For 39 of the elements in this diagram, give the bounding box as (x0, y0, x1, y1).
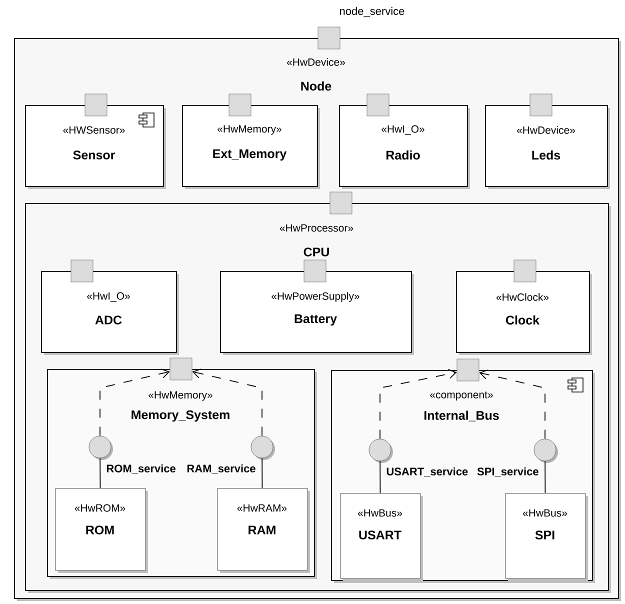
port-square (514, 260, 536, 282)
dependency-arrow (380, 369, 457, 440)
hardware-box: «HwBus» USART (340, 493, 423, 581)
connector-line (262, 458, 263, 488)
port-square (70, 260, 94, 282)
hardware-box: «HwClock» Clock (456, 271, 592, 355)
interface-label: RAM_service (187, 464, 256, 474)
node-label: «HwBus» (522, 509, 568, 517)
port-label: node_service (340, 6, 404, 18)
dependency-arrow (100, 368, 170, 436)
interface-label: ROM_service (106, 464, 176, 474)
port-square (170, 358, 192, 380)
hardware-box: «HwBus» SPI (505, 493, 588, 581)
port-square (304, 260, 326, 282)
hardware-box: «HwRAM» RAM (217, 488, 310, 573)
hardware-box: «HwDevice» Leds (485, 105, 610, 189)
port-square (318, 26, 340, 50)
hardware-box: «HwROM» ROM (55, 488, 148, 573)
port-square (456, 358, 480, 382)
hardware-box: «HwI_O» ADC (41, 271, 179, 355)
connector-line (544, 460, 546, 494)
node-label: «HwBus» (358, 509, 402, 517)
port-square (530, 94, 552, 116)
hardware-box: «HWSensor» Sensor (25, 105, 166, 189)
port-square (366, 94, 390, 116)
interface-label: SPI_service (477, 467, 538, 477)
node-label: SPI (535, 530, 554, 540)
connector-line (100, 458, 101, 488)
dependency-arrow (479, 370, 546, 440)
hardware-box: «HwPowerSupply» Battery (220, 271, 414, 355)
hardware-box: «HwI_O» Radio (339, 105, 470, 189)
hardware-box: «HwMemory» Ext_Memory (182, 105, 320, 189)
dependency-arrow (192, 368, 262, 436)
port-square (330, 192, 352, 214)
connector-line (380, 460, 381, 494)
port-square (84, 94, 108, 116)
node-label: USART (359, 530, 402, 540)
interface-label: USART_service (386, 467, 468, 477)
port-square (228, 94, 252, 116)
